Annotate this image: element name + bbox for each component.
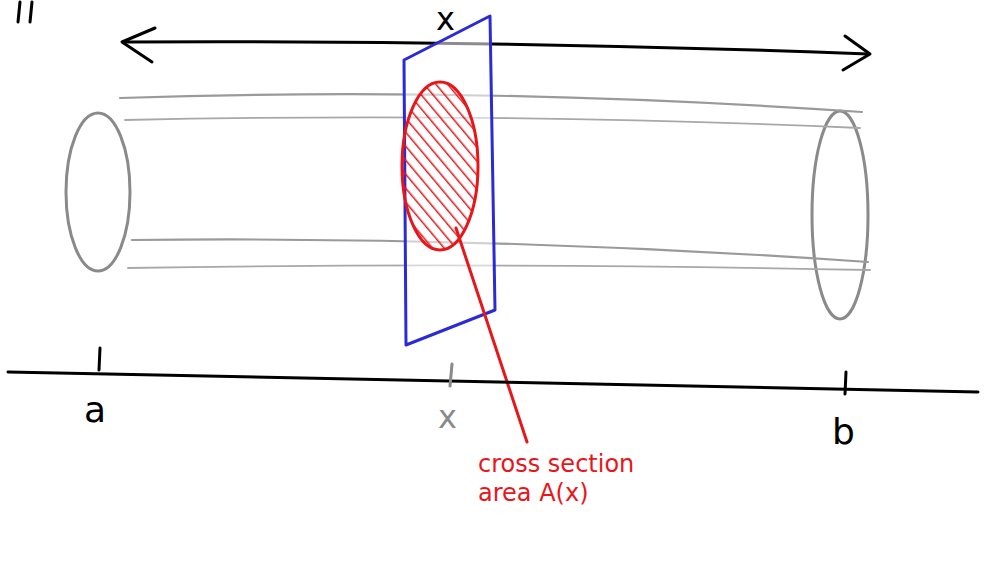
x-axis (8, 372, 978, 392)
arrow-head (122, 28, 155, 62)
length-arrow (125, 42, 868, 54)
position-label: x (438, 398, 457, 436)
body-edge (132, 239, 868, 262)
endpoint-label: b (832, 410, 855, 453)
tick (450, 364, 452, 386)
cut-glyph (18, 2, 32, 22)
left-end (66, 113, 130, 271)
area-label: cross section area A(x) (478, 450, 678, 508)
body-edge (128, 265, 870, 270)
tick (845, 372, 846, 394)
length-label: x (436, 0, 455, 38)
leader-line (456, 228, 527, 442)
endpoint-label: a (84, 388, 106, 431)
tick (99, 348, 100, 370)
cross-section (402, 82, 478, 250)
arrow-head (843, 36, 870, 70)
right-end (812, 111, 868, 319)
